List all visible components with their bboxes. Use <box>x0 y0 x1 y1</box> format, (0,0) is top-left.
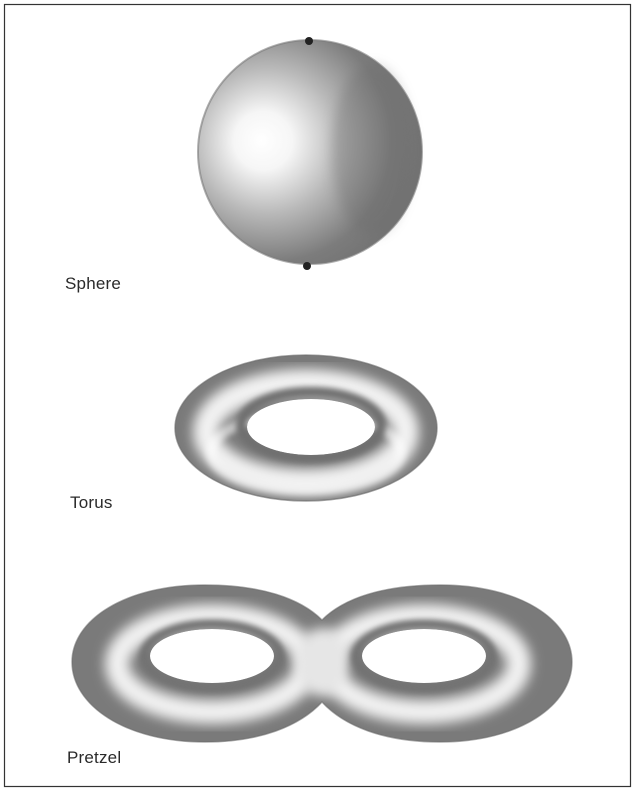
torus-label: Torus <box>70 493 113 513</box>
pretzel-label: Pretzel <box>67 748 121 768</box>
sphere-label: Sphere <box>65 274 121 294</box>
north-pole-dot <box>305 37 313 45</box>
south-pole-dot <box>303 262 311 270</box>
sphere-shape <box>198 40 422 264</box>
pretzel-shape <box>60 575 585 755</box>
torus-shape <box>160 345 460 515</box>
